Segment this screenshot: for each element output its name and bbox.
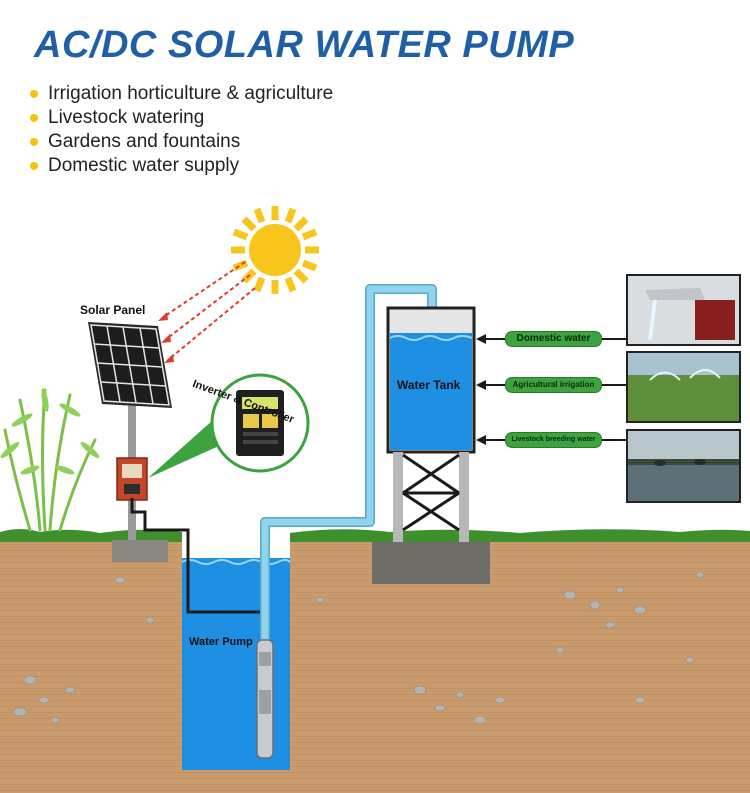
soil-right	[290, 540, 750, 793]
soil-bottom	[182, 770, 290, 793]
arrowhead-icon	[158, 312, 174, 363]
agricultural-irrigation-label: Agricultural irrigation	[505, 377, 602, 393]
power-cable	[130, 498, 260, 614]
water-tank	[386, 306, 476, 454]
inverter-image	[210, 373, 310, 473]
soil-left	[0, 540, 182, 793]
grass-strip-left	[0, 529, 182, 542]
page-title: AC/DC SOLAR WATER PUMP	[34, 24, 575, 66]
panel-foundation	[112, 540, 168, 562]
sunlight-arrows	[161, 261, 256, 361]
domestic-photo	[626, 274, 741, 346]
list-item: Gardens and fountains	[30, 130, 333, 154]
control-box	[116, 457, 148, 501]
list-item: Irrigation horticulture & agriculture	[30, 82, 333, 106]
sun-icon	[231, 206, 319, 294]
solar-panel-label: Solar Panel	[80, 303, 146, 317]
agriculture-photo	[626, 351, 741, 423]
livestock-photo	[626, 429, 741, 503]
bullet-dot-icon	[30, 138, 38, 146]
solar-panel	[88, 322, 172, 408]
feature-list: Irrigation horticulture & agriculture Li…	[30, 82, 333, 178]
water-tank-label: Water Tank	[397, 378, 461, 392]
delivery-pipe	[260, 284, 437, 640]
bullet-dot-icon	[30, 90, 38, 98]
water-pump-label: Water Pump	[189, 636, 253, 648]
bamboo-leaves	[0, 388, 100, 475]
pump-body	[256, 639, 274, 759]
livestock-water-label: Livestock breeding water	[505, 432, 602, 448]
rock-cluster	[12, 571, 705, 725]
bullet-dot-icon	[30, 114, 38, 122]
tank-stand	[393, 452, 469, 542]
bamboo-plant	[3, 388, 97, 532]
bullet-dot-icon	[30, 162, 38, 170]
well-water-surface	[181, 559, 291, 565]
list-item: Domestic water supply	[30, 154, 333, 178]
list-item: Livestock watering	[30, 106, 333, 130]
domestic-water-label: Domestic water	[505, 331, 602, 347]
grass-strip-right	[290, 529, 750, 542]
well-water	[182, 558, 290, 770]
arrowhead-icon	[476, 334, 486, 445]
tank-foundation	[372, 542, 490, 584]
